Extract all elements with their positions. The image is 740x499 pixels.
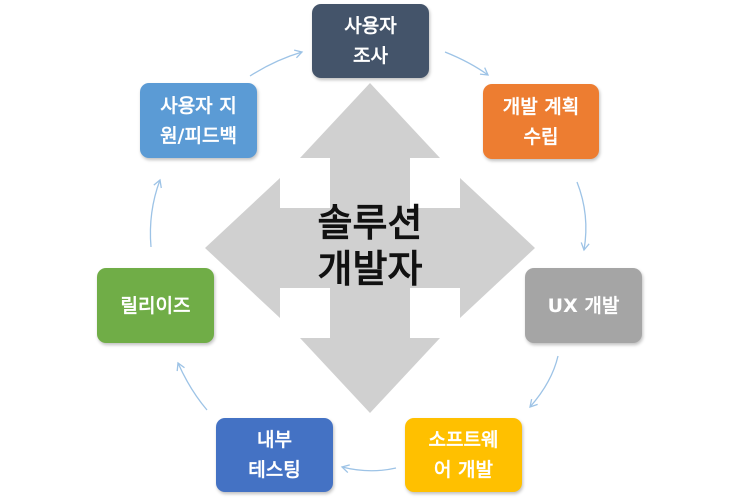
connector-4-5 [340,464,397,474]
step-internal-testing: 내부 테스팅 [216,418,333,492]
step-user-research-label: 사용자 조사 [344,15,397,67]
connector-1-2 [444,51,490,76]
step-internal-testing-label: 내부 테스팅 [248,429,301,481]
step-software-development: 소프트웨 어 개발 [405,418,522,492]
connector-5-6 [176,361,208,411]
connector-7-1 [249,49,304,77]
connector-3-4 [529,355,559,408]
step-ux-development-label: UX 개발 [547,294,620,317]
step-software-development-label: 소프트웨 어 개발 [428,429,499,481]
step-release-label: 릴리이즈 [120,294,191,317]
step-user-support-feedback-label: 사용자 지 원/피드백 [160,94,237,147]
four-way-arrow [205,83,535,413]
connector-6-7 [149,178,162,248]
step-dev-planning-label: 개발 계획 수립 [502,95,580,148]
step-ux-development: UX 개발 [525,268,642,343]
step-user-support-feedback: 사용자 지 원/피드백 [140,83,257,158]
center-label: 솔루션 개발자 [317,201,423,291]
connector-2-3 [576,181,590,252]
step-release: 릴리이즈 [97,268,214,343]
step-dev-planning: 개발 계획 수립 [483,84,599,159]
step-user-research: 사용자 조사 [312,4,429,78]
